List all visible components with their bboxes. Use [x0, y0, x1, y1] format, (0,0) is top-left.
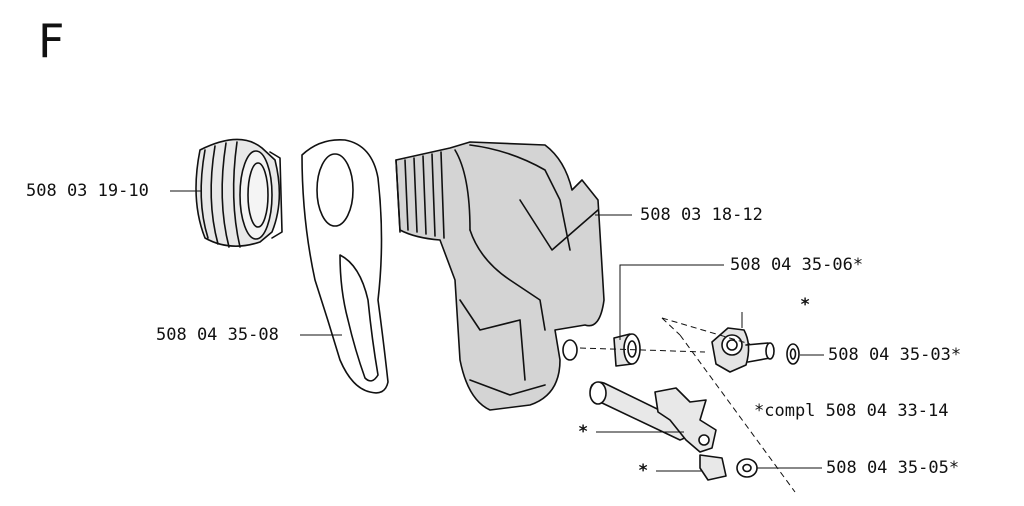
- flat-plate-part: [301, 138, 389, 394]
- part-label-bushing: 508 04 35-06*: [730, 255, 864, 275]
- knurled-nut-part: [195, 138, 283, 248]
- part-label-nut: 508 03 19-10: [26, 181, 149, 201]
- part-label-washer: 508 04 35-05*: [826, 458, 960, 478]
- clip-part: [654, 387, 727, 481]
- center-axis-line: [579, 347, 706, 353]
- part-label-nozzle: 508 04 35-03*: [828, 345, 962, 365]
- leader-bushing: [619, 264, 724, 340]
- washer-part: [736, 458, 758, 478]
- star-mark-nozzle: *: [800, 295, 811, 315]
- section-letter: F: [38, 14, 65, 68]
- part-label-plate: 508 04 35-08: [156, 325, 279, 345]
- kit-bracket-diagonal-line: [679, 334, 796, 493]
- assembly-number: 508 04 33-14: [825, 401, 949, 421]
- small-ring-part: [786, 343, 800, 365]
- bushing-part: [613, 333, 641, 367]
- nozzle-part: [711, 327, 775, 373]
- part-label-housing: 508 03 18-12: [640, 205, 763, 225]
- assembly-label: *compl 508 04 33-14: [754, 403, 949, 420]
- kit-bracket-top-line: [661, 317, 751, 345]
- kit-bracket-corner-line: [661, 317, 681, 336]
- assembly-prefix: *compl: [754, 401, 816, 421]
- star-mark-clip: *: [638, 461, 649, 481]
- star-mark-pin: *: [578, 422, 589, 442]
- housing-part: [395, 141, 605, 411]
- pin-part: [589, 381, 690, 441]
